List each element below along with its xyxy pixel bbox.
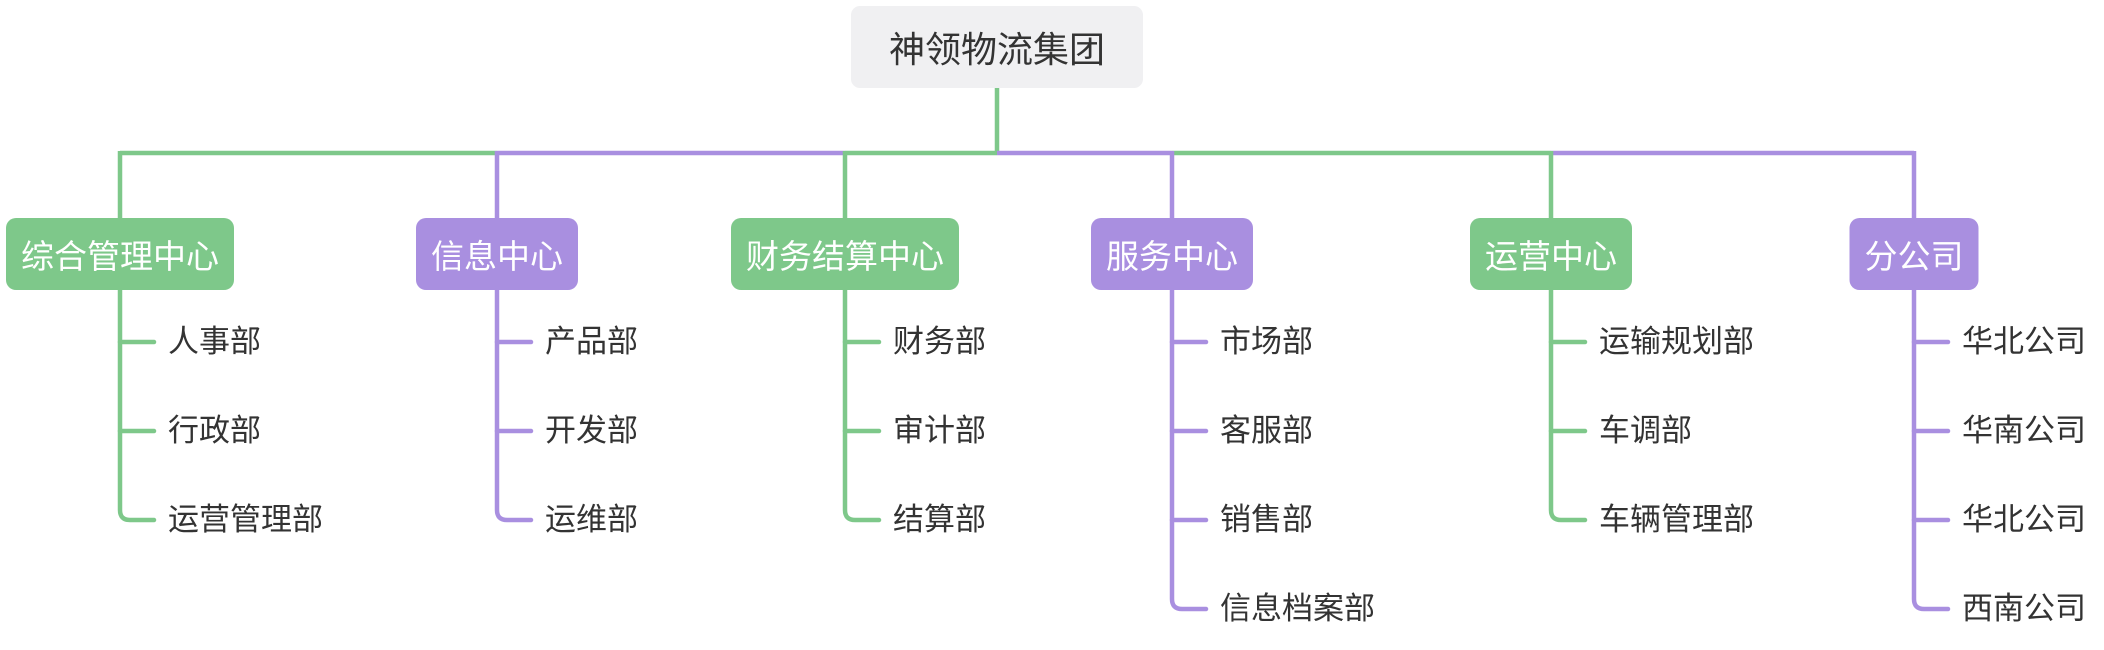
branch-node-5[interactable]: 分公司 xyxy=(1849,218,1979,290)
child-node-5-0[interactable]: 华北公司 xyxy=(1962,324,2086,359)
child-node-2-1[interactable]: 审计部 xyxy=(893,413,986,448)
child-node-1-1[interactable]: 开发部 xyxy=(545,413,638,448)
child-trunk-connector xyxy=(1548,285,1588,523)
child-node-5-2[interactable]: 华北公司 xyxy=(1962,502,2086,537)
child-node-2-2[interactable]: 结算部 xyxy=(893,502,986,537)
child-node-4-2[interactable]: 车辆管理部 xyxy=(1599,502,1754,537)
child-node-1-0[interactable]: 产品部 xyxy=(545,324,638,359)
child-node-3-2[interactable]: 销售部 xyxy=(1220,502,1313,537)
child-node-3-3[interactable]: 信息档案部 xyxy=(1220,591,1375,626)
child-trunk-connector xyxy=(1911,285,1951,612)
child-trunk-connector xyxy=(1169,285,1209,612)
branch-node-3[interactable]: 服务中心 xyxy=(1091,218,1253,290)
child-node-4-0[interactable]: 运输规划部 xyxy=(1599,324,1754,359)
child-node-3-1[interactable]: 客服部 xyxy=(1220,413,1313,448)
branch-node-1[interactable]: 信息中心 xyxy=(416,218,578,290)
child-node-5-1[interactable]: 华南公司 xyxy=(1962,413,2086,448)
child-trunk-connector xyxy=(117,285,157,523)
child-node-3-0[interactable]: 市场部 xyxy=(1220,324,1313,359)
child-node-1-2[interactable]: 运维部 xyxy=(545,502,638,537)
branch-node-0[interactable]: 综合管理中心 xyxy=(6,218,234,290)
child-node-0-2[interactable]: 运营管理部 xyxy=(168,502,323,537)
root-node[interactable]: 神领物流集团 xyxy=(850,6,1144,88)
branch-node-4[interactable]: 运营中心 xyxy=(1470,218,1632,290)
child-trunk-connector xyxy=(842,285,882,523)
child-node-4-1[interactable]: 车调部 xyxy=(1599,413,1692,448)
child-node-2-0[interactable]: 财务部 xyxy=(893,324,986,359)
child-trunk-connector xyxy=(494,285,534,523)
child-node-0-1[interactable]: 行政部 xyxy=(168,413,261,448)
child-node-5-3[interactable]: 西南公司 xyxy=(1962,591,2086,626)
branch-node-2[interactable]: 财务结算中心 xyxy=(731,218,959,290)
child-node-0-0[interactable]: 人事部 xyxy=(168,324,261,359)
